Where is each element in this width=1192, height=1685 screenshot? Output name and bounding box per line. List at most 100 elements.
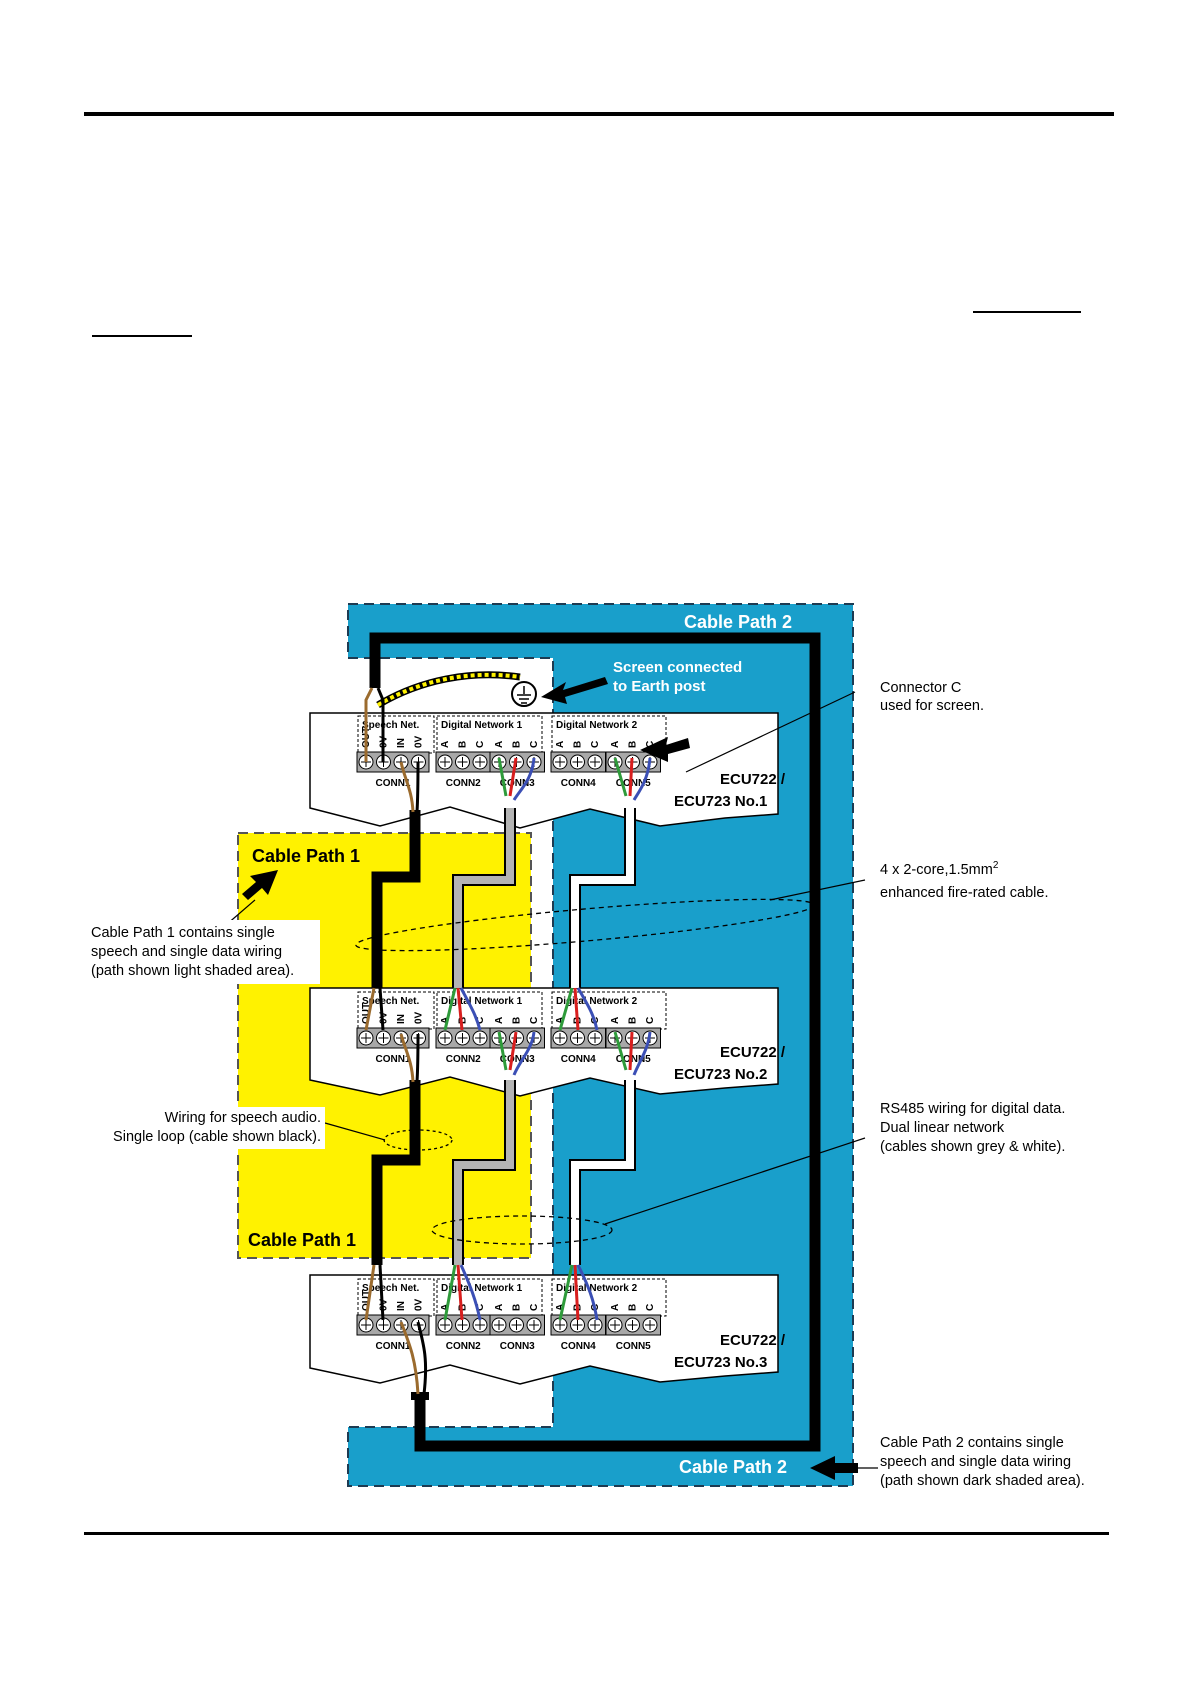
connector-group-box (436, 1278, 543, 1317)
connector-label: CONN1 (375, 1341, 410, 1352)
speech-cable-path-2-loop (369, 632, 821, 1452)
screen-wire (376, 671, 521, 709)
terminal-label: A (610, 1304, 621, 1311)
unit-3-name-line2: ECU723 No.3 (674, 1354, 767, 1371)
core-wire (576, 1264, 599, 1321)
terminal-label: B (512, 1017, 523, 1024)
header-rule (84, 112, 1114, 116)
core-wire (508, 1031, 518, 1071)
unit-2-name-line1: ECU722 / (720, 1044, 786, 1061)
connector-group-label: Speech Net. (362, 1283, 419, 1294)
connector-c-label-line1: Connector C (880, 680, 961, 696)
terminal-block (356, 1027, 430, 1049)
connector-label: CONN2 (446, 1054, 481, 1065)
core-wire (456, 987, 464, 1031)
cable-path-2-title-bottom: Cable Path 2 (679, 1457, 787, 1477)
terminal-label: A (494, 1017, 505, 1024)
connector-group-label: Speech Net. (362, 996, 419, 1007)
connector-c-label-line2: used for screen. (880, 698, 984, 714)
core-wire (364, 1264, 376, 1321)
core-wire (399, 1033, 415, 1083)
connector-label: CONN5 (616, 778, 651, 789)
path1-arrow-icon (242, 870, 278, 900)
unit-1-name-line2: ECU723 No.1 (674, 793, 767, 810)
core-wire (512, 1031, 536, 1076)
path2-contents-line2: speech and single data wiring (880, 1454, 1071, 1470)
terminal-label: B (628, 741, 639, 748)
link-underline-start (92, 335, 192, 337)
core-wire (443, 987, 457, 1031)
connector-group-label: Speech Net. (362, 720, 419, 731)
connector-label: CONN2 (446, 778, 481, 789)
cable-path-1-title-bottom: Cable Path 1 (248, 1230, 356, 1250)
link-underline-end (973, 311, 1081, 313)
terminal-label: A (555, 741, 566, 748)
terminal-label: 0V (379, 1298, 390, 1311)
path2-contents-line1: Cable Path 2 contains single (880, 1435, 1064, 1451)
connector-group-label: Digital Network 2 (556, 720, 638, 731)
terminal-label: A (494, 1304, 505, 1311)
core-wire (399, 761, 415, 813)
rs485-line3: (cables shown grey & white). (880, 1139, 1065, 1155)
core-wire (416, 1321, 428, 1395)
connector-label: CONN3 (500, 1054, 535, 1065)
footer-rule (84, 1532, 1109, 1535)
terminal-label: B (512, 741, 523, 748)
core-wire (613, 757, 628, 797)
connector-label: CONN4 (561, 1341, 596, 1352)
terminal-block (356, 751, 430, 773)
connector-label: CONN3 (500, 1341, 535, 1352)
terminal-label: B (458, 741, 469, 748)
cable-spec-line1: 4 x 2-core,1.5mm2 (880, 860, 999, 878)
terminal-label: 0V (414, 1298, 425, 1311)
speech-wiring-line1: Wiring for speech audio. (165, 1110, 321, 1126)
core-wire (576, 987, 599, 1031)
cable-path-1-title-top: Cable Path 1 (252, 846, 360, 866)
speech-cable-2-3 (371, 1080, 421, 1265)
core-wire (459, 987, 482, 1031)
terminal-label: C (590, 741, 601, 748)
core-wire (632, 757, 652, 801)
terminal-label: A (494, 741, 505, 748)
path1-contents-line3: (path shown light shaded area). (91, 963, 294, 979)
cable-path-2-title-top: Cable Path 2 (684, 612, 792, 632)
earth-label-line1: Screen connected (613, 659, 742, 676)
core-wire (632, 1031, 652, 1076)
connector-group-label: Digital Network 2 (556, 1283, 638, 1294)
core-wire (415, 1033, 420, 1083)
terminal-label: 0V (379, 1011, 390, 1024)
terminal-label: B (512, 1304, 523, 1311)
core-wire (399, 1321, 420, 1395)
core-wire (573, 1264, 580, 1321)
terminal-label: B (628, 1304, 639, 1311)
speech-wiring-line2: Single loop (cable shown black). (113, 1129, 321, 1145)
core-wire (613, 1031, 628, 1071)
core-wire (512, 757, 536, 801)
path2-contents-line3: (path shown dark shaded area). (880, 1473, 1085, 1489)
terminal-label: A (555, 1304, 566, 1311)
connector-group-label: Digital Network 2 (556, 996, 638, 1007)
path1-contents-line2: speech and single data wiring (91, 944, 282, 960)
terminal-label: C (475, 741, 486, 748)
connector-group-box (436, 715, 543, 754)
terminal-label: IN (396, 738, 407, 748)
core-wire (628, 757, 634, 797)
terminal-label: C (645, 741, 656, 748)
terminal-label: B (573, 741, 584, 748)
core-wire (415, 761, 420, 813)
connector-label: CONN4 (561, 1054, 596, 1065)
terminal-label: A (440, 1017, 451, 1024)
core-wires (364, 687, 652, 1395)
core-wire (573, 987, 580, 1031)
core-wire (376, 687, 385, 762)
core-wire (443, 1264, 457, 1321)
connector-label: CONN5 (616, 1054, 651, 1065)
terminal-label: C (475, 1304, 486, 1311)
unit-2-name-line2: ECU723 No.2 (674, 1066, 767, 1083)
core-wire (628, 1031, 634, 1071)
earth-label-line2: to Earth post (613, 678, 706, 695)
terminal-label: C (645, 1304, 656, 1311)
terminal-label: OUT (361, 1290, 372, 1311)
